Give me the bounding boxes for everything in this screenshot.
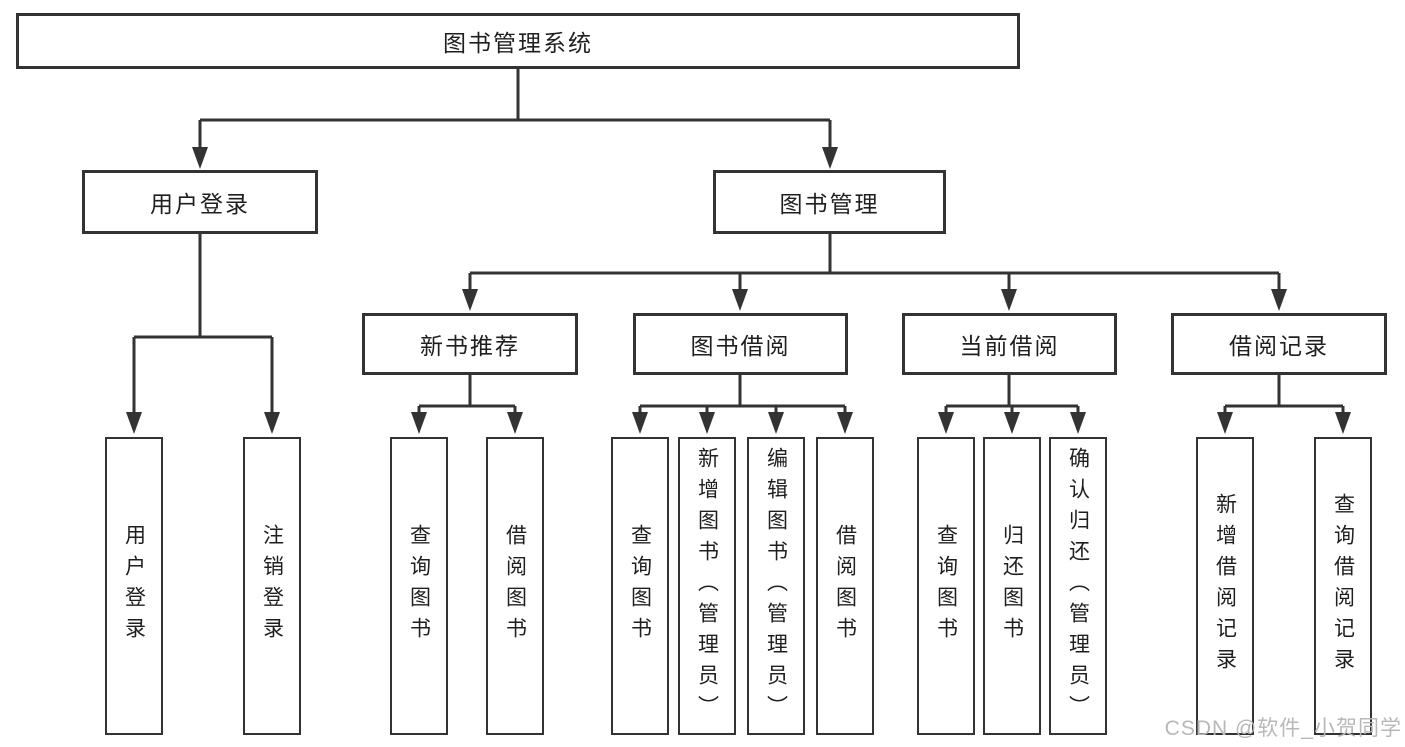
leaf-query-borrow-record: 查询借阅记录: [1314, 437, 1372, 735]
arrow-down-icon: [1217, 412, 1233, 434]
node-system-root-label: 图书管理系统: [443, 30, 593, 56]
arrow-down-icon: [411, 412, 427, 434]
leaf-confirm-return-admin-label: 确认归还（管理员）: [1066, 446, 1090, 726]
connector-book-borrow-to-leaves: [632, 375, 853, 434]
leaf-edit-books-admin: 编辑图书（管理员）: [747, 437, 805, 735]
leaf-query-borrow-record-label: 查询借阅记录: [1331, 493, 1355, 679]
arrow-down-icon: [1335, 412, 1351, 434]
arrow-down-icon: [1271, 289, 1287, 311]
node-book-borrowing: 图书借阅: [633, 313, 848, 375]
connector-current-borrow-to-leaves: [938, 375, 1086, 434]
arrow-down-icon: [822, 147, 838, 169]
node-user-login: 用户登录: [82, 170, 318, 234]
leaf-logout: 注销登录: [243, 437, 301, 735]
node-current-borrowing: 当前借阅: [902, 313, 1117, 375]
leaf-logout-label: 注销登录: [260, 524, 284, 648]
node-borrow-records-label: 借阅记录: [1229, 333, 1329, 359]
node-book-management: 图书管理: [713, 170, 946, 234]
connector-user-login-to-leaves: [126, 234, 280, 434]
leaf-confirm-return-admin: 确认归还（管理员）: [1049, 437, 1107, 735]
arrow-down-icon: [1001, 289, 1017, 311]
leaf-add-books-admin-label: 新增图书（管理员）: [695, 446, 719, 726]
arrow-down-icon: [1070, 412, 1086, 434]
arrow-down-icon: [507, 412, 523, 434]
csdn-watermark: CSDN @软件_小贺同学: [1164, 717, 1402, 740]
arrow-down-icon: [126, 412, 142, 434]
node-book-borrowing-label: 图书借阅: [690, 333, 791, 359]
node-current-borrowing-label: 当前借阅: [959, 333, 1060, 359]
node-user-login-label: 用户登录: [150, 191, 250, 217]
arrow-down-icon: [699, 412, 715, 434]
arrow-down-icon: [768, 412, 784, 434]
leaf-query-books-borrow-label: 查询图书: [628, 524, 652, 648]
leaf-add-borrow-record: 新增借阅记录: [1196, 437, 1254, 735]
node-new-book-recommend-label: 新书推荐: [420, 333, 520, 359]
leaf-borrow-books-label: 借阅图书: [833, 524, 857, 648]
connector-book-mgmt-to-level3: [462, 234, 1287, 311]
connector-new-books-to-leaves: [411, 375, 523, 434]
leaf-add-books-admin: 新增图书（管理员）: [678, 437, 736, 735]
arrow-down-icon: [1004, 412, 1020, 434]
leaf-query-books-recommend-label: 查询图书: [407, 524, 431, 648]
arrow-down-icon: [264, 412, 280, 434]
leaf-query-books-borrow: 查询图书: [611, 437, 669, 735]
leaf-edit-books-admin-label: 编辑图书（管理员）: [764, 446, 788, 726]
arrow-down-icon: [837, 412, 853, 434]
arrow-down-icon: [732, 289, 748, 311]
leaf-borrow-books: 借阅图书: [816, 437, 874, 735]
arrow-down-icon: [462, 289, 478, 311]
leaf-borrow-books-recommend: 借阅图书: [486, 437, 544, 735]
leaf-user-login: 用户登录: [105, 437, 163, 735]
connector-root-to-level2: [192, 69, 838, 169]
arrow-down-icon: [192, 147, 208, 169]
node-new-book-recommend: 新书推荐: [362, 313, 578, 375]
arrow-down-icon: [632, 412, 648, 434]
node-system-root: 图书管理系统: [16, 13, 1020, 69]
node-book-management-label: 图书管理: [779, 191, 880, 217]
leaf-query-books-current-label: 查询图书: [934, 524, 958, 648]
leaf-query-books-recommend: 查询图书: [390, 437, 448, 735]
leaf-query-books-current: 查询图书: [917, 437, 975, 735]
leaf-borrow-books-recommend-label: 借阅图书: [503, 524, 527, 648]
leaf-return-books-label: 归还图书: [1000, 524, 1024, 648]
connector-borrow-records-to-leaves: [1217, 375, 1351, 434]
leaf-return-books: 归还图书: [983, 437, 1041, 735]
leaf-add-borrow-record-label: 新增借阅记录: [1213, 493, 1237, 679]
node-borrow-records: 借阅记录: [1171, 313, 1387, 375]
arrow-down-icon: [938, 412, 954, 434]
leaf-user-login-label: 用户登录: [122, 524, 146, 648]
